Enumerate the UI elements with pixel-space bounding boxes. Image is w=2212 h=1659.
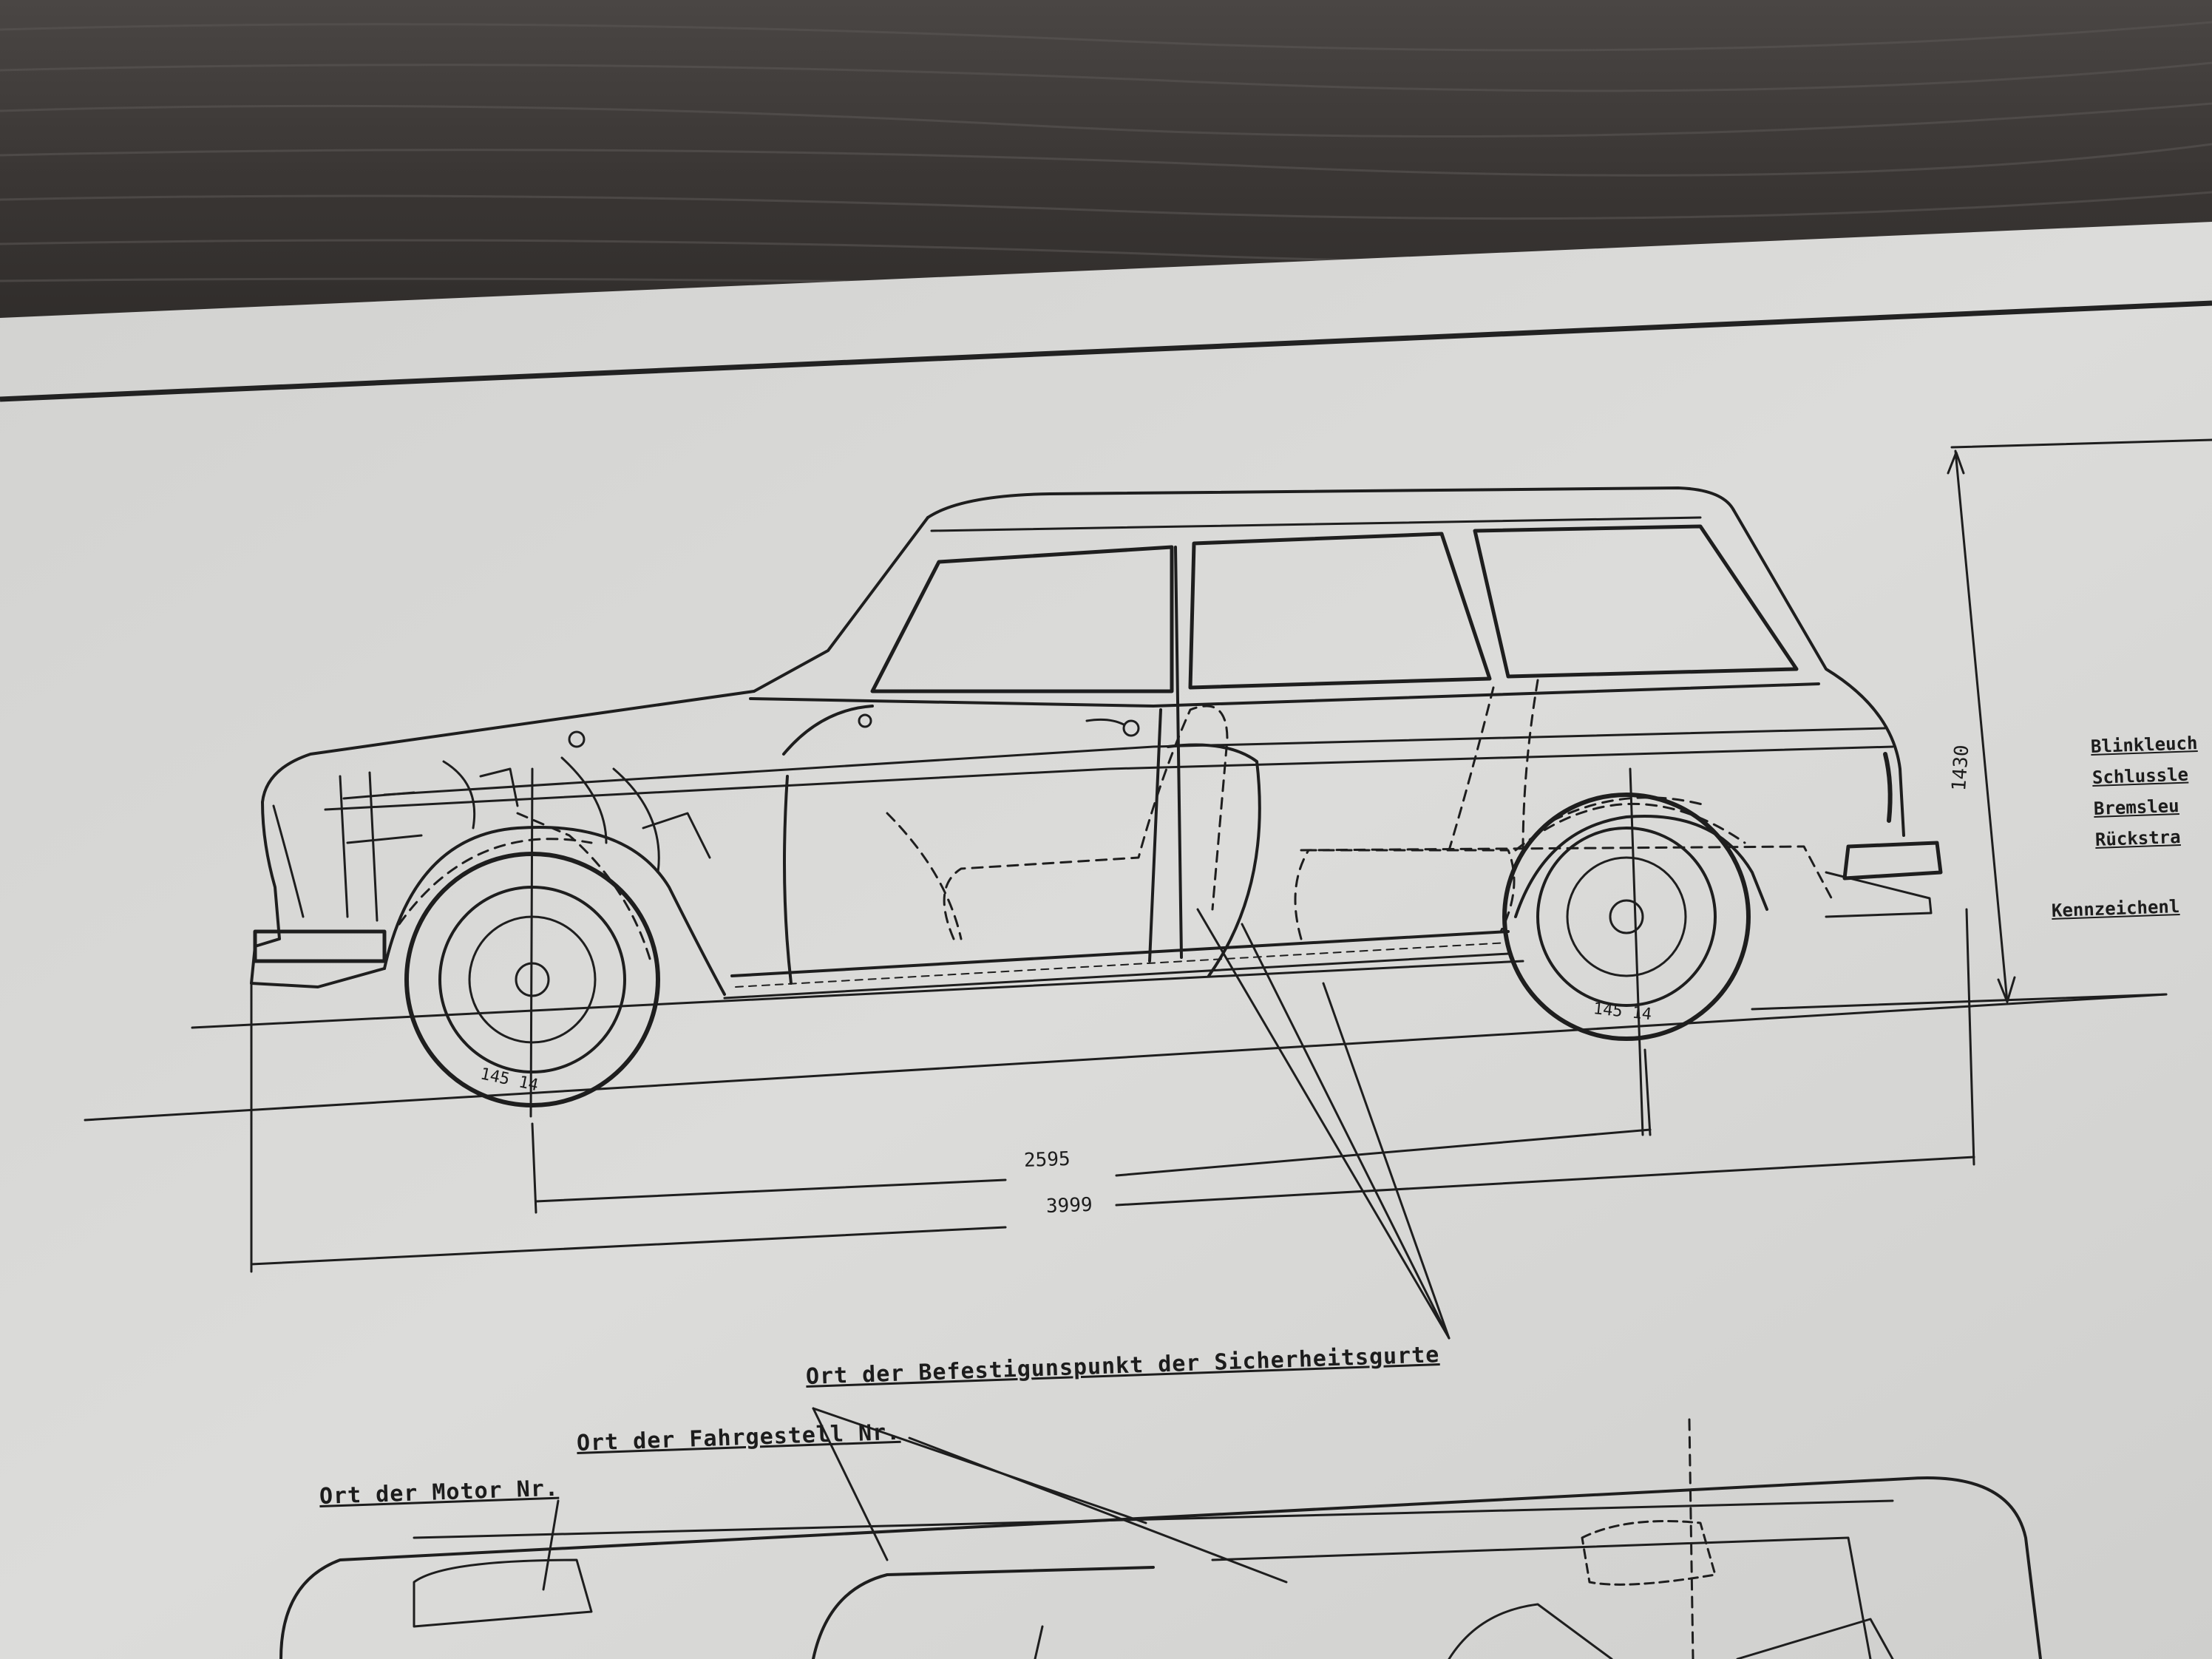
ground-line — [84, 993, 2168, 1122]
car-beltline — [749, 682, 1820, 708]
top-view-drawing — [279, 1407, 2042, 1659]
rear-wheel-arch — [1514, 815, 1768, 918]
engine-bay-detail — [339, 756, 711, 922]
front-window — [870, 545, 1174, 693]
rear-window — [1473, 524, 1799, 679]
legend-item-indicator: Blinkleuch — [2090, 732, 2198, 757]
rear-wheel — [1502, 767, 1751, 1136]
height-dimension-label: 1430 — [1948, 744, 1974, 793]
front-wheel — [404, 767, 660, 1118]
car-hood — [261, 690, 756, 804]
overall-length-label: 3999 — [1045, 1193, 1093, 1218]
seatbelt-leader-lines — [1196, 908, 1451, 1340]
car-sill — [730, 930, 1510, 977]
car-roof — [926, 486, 1735, 519]
front-wheel-arch — [383, 826, 726, 996]
legend-item-reflector: Rückstra — [2094, 826, 2182, 850]
front-door — [783, 775, 793, 985]
rear-bumper — [1842, 841, 1943, 881]
height-dimension — [1751, 438, 2212, 1011]
tail-lamp — [1883, 752, 1893, 823]
paper-sheet — [0, 222, 2212, 1659]
car-windshield — [753, 516, 929, 693]
page-border-rule — [0, 300, 2212, 402]
middle-window — [1188, 532, 1492, 690]
wheelbase-label: 2595 — [1023, 1147, 1071, 1172]
top-view-outline — [279, 1476, 2042, 1659]
side-view-drawing — [84, 438, 2212, 1340]
front-bumper — [253, 929, 387, 963]
legend-item-brake-light: Bremsleu — [2093, 795, 2180, 819]
legend-item-tail-light: Schlussle — [2091, 764, 2189, 788]
